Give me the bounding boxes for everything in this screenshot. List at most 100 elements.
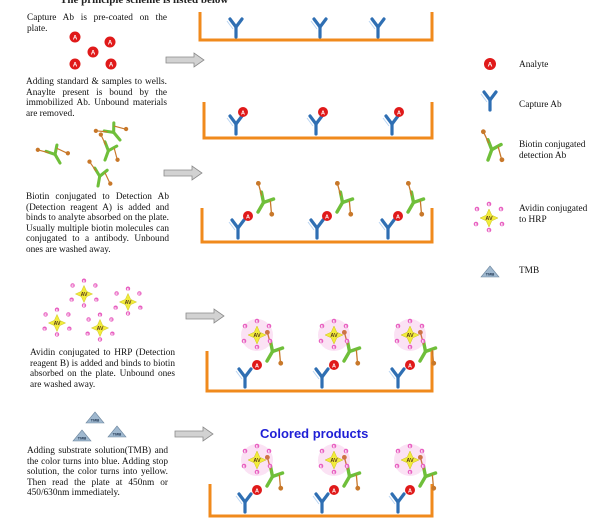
legend-label-detection-ab: Biotin conjugated detection Ab (519, 140, 586, 161)
step-5-text: Adding substrate solution(TMB) and the c… (27, 446, 168, 499)
svg-text:E: E (421, 325, 424, 329)
plate-row-1 (198, 12, 434, 42)
svg-text:TMB: TMB (113, 432, 122, 437)
svg-text:AV: AV (330, 333, 338, 339)
plate-row-3 (200, 208, 434, 244)
svg-text:E: E (321, 325, 324, 329)
svg-text:E: E (409, 471, 412, 475)
capture-ab-r3-2 (378, 218, 396, 240)
colored-products-label: Colored products (260, 426, 369, 441)
svg-text:E: E (346, 340, 349, 344)
svg-text:E: E (333, 471, 336, 475)
free-detection-ab-0 (35, 143, 71, 165)
svg-text:E: E (409, 346, 412, 350)
svg-text:AV: AV (253, 458, 261, 464)
svg-text:AV: AV (253, 333, 261, 339)
svg-text:AV: AV (125, 300, 132, 306)
svg-text:E: E (409, 445, 412, 449)
arrow-row-1 (165, 52, 205, 68)
capture-ab-r3-1 (307, 218, 325, 240)
svg-text:AV: AV (330, 458, 338, 464)
free-detection-ab-1 (98, 132, 120, 162)
svg-text:A: A (109, 63, 114, 69)
svg-text:E: E (422, 465, 425, 469)
svg-text:TMB: TMB (486, 272, 495, 277)
svg-text:E: E (256, 346, 259, 350)
svg-text:E: E (397, 325, 400, 329)
legend-label-avidin-hrp: Avidin conjugated to HRP (519, 204, 588, 225)
svg-text:A: A (332, 364, 336, 370)
bound-analyte-r3-2: A (393, 211, 403, 221)
capture-ab-r2-0 (226, 114, 244, 136)
svg-text:E: E (44, 313, 47, 317)
svg-text:A: A (108, 41, 113, 47)
bound-analyte-r5-0: A (252, 485, 262, 495)
bound-analyte-r2-0: A (238, 107, 248, 117)
svg-text:E: E (99, 313, 102, 317)
step-2-text: Adding standard & samples to wells. Anay… (26, 77, 167, 119)
svg-text:E: E (269, 465, 272, 469)
bound-analyte-r2-1: A (318, 107, 328, 117)
svg-text:TMB: TMB (91, 418, 100, 423)
svg-text:E: E (345, 450, 348, 454)
svg-text:E: E (345, 325, 348, 329)
legend-detection-ab-icon (480, 129, 505, 163)
tmb-free-1: TMB (72, 429, 92, 442)
tmb-free-0: TMB (85, 411, 105, 424)
free-analyte-1: A (87, 46, 99, 58)
svg-text:A: A (321, 111, 325, 117)
svg-text:A: A (255, 364, 259, 370)
svg-text:E: E (320, 465, 323, 469)
svg-text:E: E (139, 306, 142, 310)
svg-text:E: E (320, 340, 323, 344)
plate-row-4 (205, 351, 434, 393)
step-3-text: Biotin conjugated to Detection Ab (Detec… (26, 192, 169, 255)
legend-tmb-icon: TMB (480, 265, 500, 278)
tmb-free-2: TMB (107, 425, 127, 438)
bound-analyte-r5-1: A (329, 485, 339, 495)
svg-text:E: E (243, 340, 246, 344)
svg-text:A: A (488, 62, 493, 69)
svg-text:AV: AV (485, 216, 493, 222)
svg-text:A: A (73, 36, 78, 42)
svg-text:E: E (346, 465, 349, 469)
svg-text:E: E (397, 450, 400, 454)
svg-text:TMB: TMB (78, 436, 87, 441)
capture-ab-r5-0 (235, 492, 253, 514)
svg-text:E: E (269, 340, 272, 344)
legend-analyte-icon: A (484, 58, 496, 70)
svg-text:E: E (321, 450, 324, 454)
svg-text:E: E (476, 208, 479, 212)
capture-ab-r1-2 (368, 17, 386, 39)
svg-text:E: E (421, 450, 424, 454)
capture-ab-r4-2 (388, 367, 406, 389)
plate-row-5 (208, 484, 434, 518)
bound-analyte-r3-1: A (322, 211, 332, 221)
svg-text:E: E (138, 292, 141, 296)
svg-text:E: E (500, 208, 503, 212)
capture-ab-r1-1 (310, 17, 328, 39)
svg-text:E: E (83, 279, 86, 283)
svg-text:E: E (83, 304, 86, 308)
arrow-row-4 (174, 426, 214, 442)
svg-text:E: E (244, 325, 247, 329)
svg-text:AV: AV (97, 326, 104, 332)
free-analyte-2: A (104, 36, 116, 48)
svg-text:E: E (244, 450, 247, 454)
svg-text:E: E (115, 306, 118, 310)
header-partial: The principle scheme is listed below (60, 0, 229, 6)
svg-text:E: E (99, 338, 102, 342)
svg-text:E: E (475, 223, 478, 227)
svg-text:E: E (56, 308, 59, 312)
capture-ab-r1-0 (226, 17, 244, 39)
